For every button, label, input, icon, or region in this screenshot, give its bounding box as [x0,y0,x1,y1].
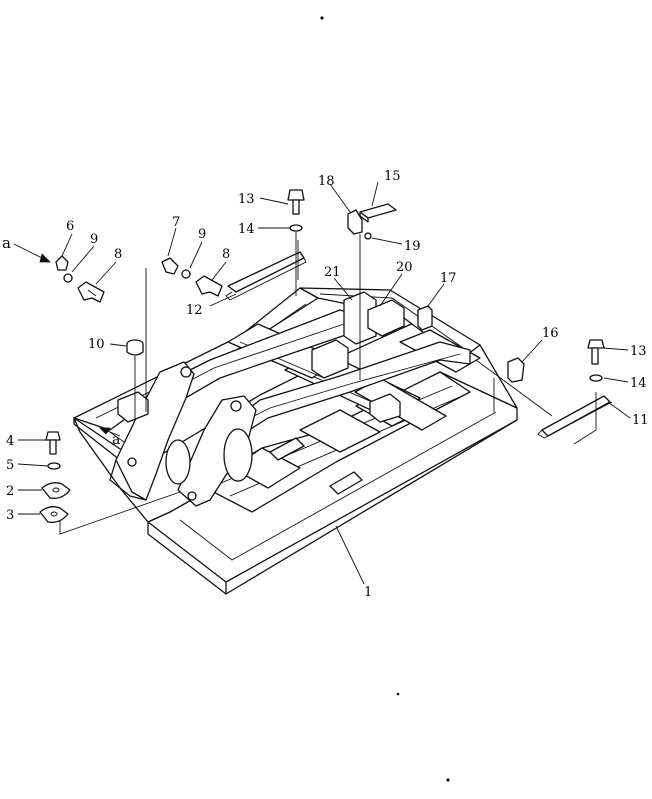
callout-16: 16 [542,326,559,341]
view-marker-a-lower: a [112,432,120,448]
callout-7: 7 [172,215,180,230]
callout-17: 17 [440,271,457,286]
callout-19: 19 [404,239,421,254]
part-13-bolt-top [287,189,305,296]
callout-9b: 9 [198,227,206,242]
part-10-cap [126,339,144,420]
callout-3: 3 [6,508,14,523]
callout-21: 21 [324,265,341,280]
part-11-plate [475,359,613,445]
callout-12: 12 [186,303,203,318]
callout-9a: 9 [90,232,98,247]
callout-2: 2 [6,484,14,499]
callout-20: 20 [396,260,413,275]
part-group-mid-bolt [145,257,223,412]
callout-1: 1 [364,585,372,600]
part-12-plate [225,240,307,301]
callout-11: 11 [632,413,649,428]
callout-8b: 8 [222,247,230,262]
callout-labels: 1 2 3 4 5 6 7 8 8 9 9 10 11 12 13 13 14 … [2,169,649,600]
part-13-bolt-right [587,339,605,382]
callout-14a: 14 [238,222,255,237]
main-frame [73,287,518,595]
view-marker-a-left: a [2,234,11,252]
part-17-block [417,305,433,331]
callout-13a: 13 [238,192,255,207]
view-arrow-a-left [13,243,51,263]
callout-15: 15 [384,169,401,184]
part-group-lower-left [39,431,181,535]
callout-8a: 8 [114,247,122,262]
callout-10: 10 [88,337,105,352]
callout-14b: 14 [630,376,647,391]
callout-6: 6 [66,219,74,234]
callout-5: 5 [6,458,14,473]
part-15-plate [347,203,397,380]
leader-lines [17,181,631,585]
callout-13b: 13 [630,344,647,359]
callout-18: 18 [318,174,335,189]
callout-4: 4 [6,434,14,449]
part-16-block [507,357,525,383]
part-group-left-bolt [55,255,105,303]
view-arrow-a-lower [99,427,121,437]
